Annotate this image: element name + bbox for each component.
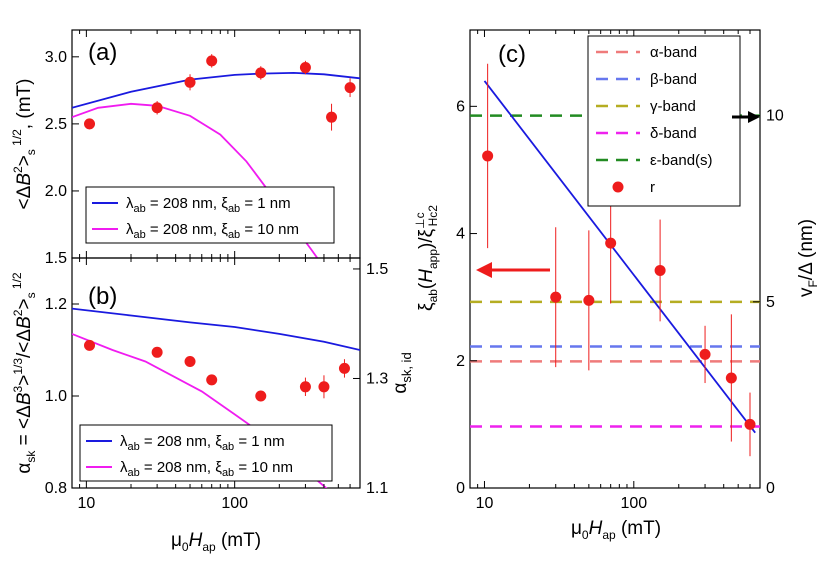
y-tick-label: 6 [456,98,465,115]
y-tick-label: 1.2 [45,296,67,313]
data-point [338,362,350,374]
y-tick-label: 2 [456,353,465,370]
x-tick-label: 10 [77,495,95,512]
y-tick-label-right: 1.3 [366,370,388,387]
y-tick-label: 4 [456,226,465,243]
x-tick-label: 100 [221,495,248,512]
series-line [483,80,756,434]
y-tick-label-right: 0 [766,480,775,497]
y-tick-label-right: 10 [766,108,784,125]
y-tick-label: 1.5 [45,250,67,267]
data-point [605,237,617,249]
y-tick-label: 0.8 [45,480,67,497]
panel-a: 1.5 2.0 2.5 3.0 (a) λab = 208 nm, ξab = 1 n… [10,29,361,267]
data-point [725,372,737,384]
data-point [482,150,494,162]
data-point [151,346,163,358]
right-axis-arrow [732,111,760,123]
legend-label: r [650,179,655,196]
left-axis-arrow [476,262,550,278]
panel-a-legend: λab = 208 nm, ξab = 1 nm λab = 208 nm, ξ… [85,186,335,244]
panel-c-legend: α-band β-band γ-band δ-band ε-band(s) r [587,35,741,207]
legend-label: γ-band [650,98,696,115]
panel-b-ylabel-right: αsk, id [390,352,414,393]
panel-b-legend: λab = 208 nm, ξab = 1 nm λab = 208 nm, ξ… [79,424,333,482]
legend-label-xi10: λab = 208 nm, ξab = 10 nm [126,221,299,241]
legend-swatch [612,181,624,193]
data-point [699,348,711,360]
legend-label: ε-band(s) [650,152,713,169]
panel-c: 10 100 0 2 4 6 0 5 10 (c) α-band β-band γ-band δ-ba… [413,29,820,542]
y-tick-label-right: 1.5 [366,261,388,278]
x-tick-label: 10 [476,495,494,512]
legend-label-xi10: λab = 208 nm, ξab = 10 nm [120,459,293,479]
legend-label-xi1: λab = 208 nm, ξab = 1 nm [126,195,291,215]
data-point [299,62,311,74]
data-point [184,356,196,367]
series-line [72,307,360,351]
y-tick-label: 2.5 [45,116,67,133]
panel-b: 10 100 0.8 1.0 1.2 1.1 1.3 1.5 (b) λab = 208 nm… [10,257,414,554]
panel-b-ylabel: αsk = <ΔB3>1/3/<ΔB2>s 1/2 [10,272,38,474]
data-point [583,294,595,306]
y-tick-label: 0 [456,480,465,497]
panel-c-ylabel: ξab(Happ)/ξ⊥cHc2 [413,205,440,311]
x-tick-label: 100 [620,495,647,512]
panel-c-ylabel-right: vF/Δ (nm) [796,219,820,297]
data-point [206,374,218,386]
y-tick-label: 3.0 [45,49,67,66]
data-point [255,390,267,402]
data-point [184,76,196,88]
series-line [72,71,360,109]
legend-label: α-band [650,44,697,61]
y-tick-label: 1.0 [45,388,67,405]
panel-a-label: (a) [88,39,117,66]
data-point [206,55,218,67]
y-tick-label-right: 5 [766,294,775,311]
data-point [654,264,666,276]
data-point [84,118,96,130]
data-point [326,111,338,123]
data-point [255,67,267,79]
legend-label: δ-band [650,125,697,142]
data-point [550,291,562,303]
data-point [744,418,756,430]
legend-label: β-band [650,71,697,88]
data-point [84,339,96,351]
panel-c-xlabel: μ0Hap (mT) [571,518,661,542]
y-tick-label-right: 1.1 [366,480,388,497]
data-point [318,381,330,393]
panel-b-label: (b) [88,283,117,310]
data-point [151,102,163,114]
panel-a-ylabel: <ΔB2>s 1/2, (mT) [10,79,38,210]
data-point [299,381,311,393]
y-tick-label: 2.0 [45,183,67,200]
legend-label-xi1: λab = 208 nm, ξab = 1 nm [120,433,285,453]
panel-c-frame [469,29,761,489]
data-point [344,82,356,94]
panel-b-xlabel: μ0Hap (mT) [171,530,261,554]
panel-c-label: (c) [498,41,526,68]
panel-b-frame [71,257,361,489]
